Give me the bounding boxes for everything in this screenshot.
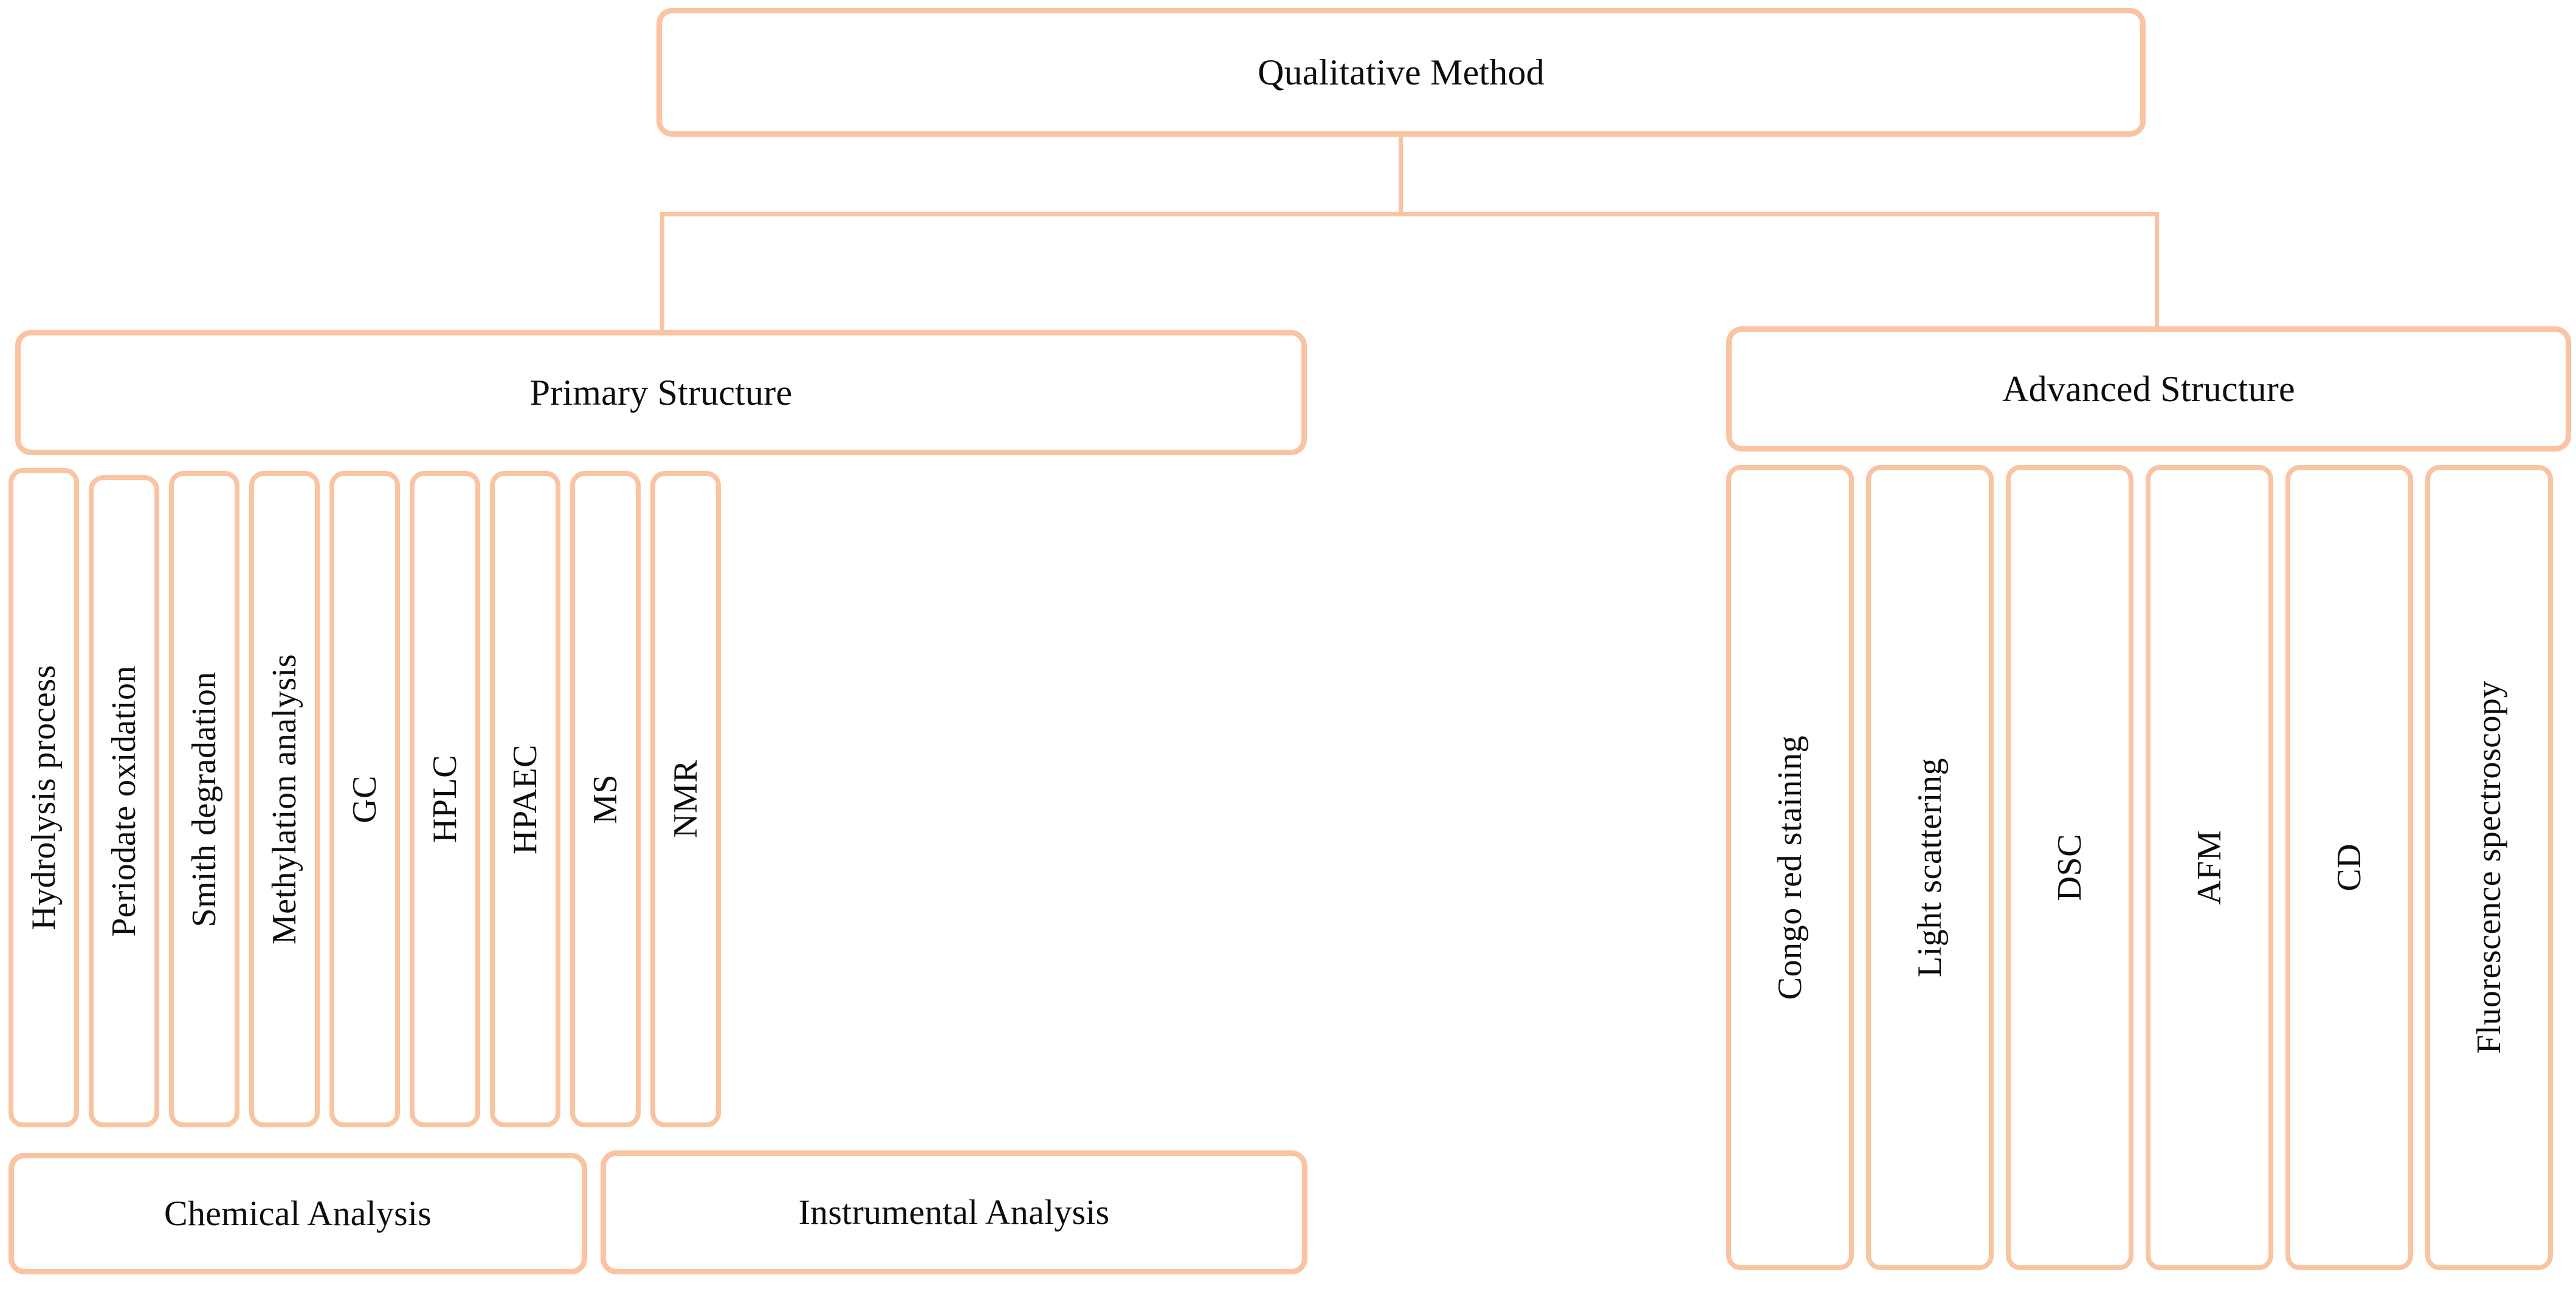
- node-advanced-structure[interactable]: Advanced Structure: [1726, 326, 2571, 452]
- node-label: Advanced Structure: [2002, 368, 2295, 409]
- leaf-congo-red-staining[interactable]: Congo red staining: [1726, 465, 1854, 1270]
- leaf-fluorescence-spectroscopy[interactable]: Fluorescence spectroscopy: [2425, 465, 2553, 1270]
- leaf-label: Smith degradation: [185, 671, 223, 927]
- node-primary-structure[interactable]: Primary Structure: [15, 330, 1307, 455]
- leaf-hydrolysis-process[interactable]: Hydrolysis process: [9, 468, 79, 1127]
- connector-drop-primary: [660, 212, 664, 331]
- leaf-gc[interactable]: GC: [329, 471, 400, 1127]
- leaf-label: HPLC: [426, 755, 464, 844]
- node-label: Qualitative Method: [1258, 52, 1545, 92]
- node-instrumental-analysis[interactable]: Instrumental Analysis: [601, 1150, 1307, 1274]
- connector-drop-advanced: [2155, 212, 2159, 328]
- leaf-ms[interactable]: MS: [570, 471, 641, 1127]
- node-label: Chemical Analysis: [164, 1193, 432, 1233]
- node-label: Primary Structure: [529, 372, 793, 413]
- connector-root-stem: [1399, 137, 1403, 213]
- leaf-label: Periodate oxidation: [105, 665, 143, 937]
- leaf-label: HPAEC: [506, 744, 544, 854]
- node-label: Instrumental Analysis: [798, 1192, 1110, 1232]
- leaf-label: NMR: [667, 760, 704, 839]
- leaf-hplc[interactable]: HPLC: [410, 471, 480, 1127]
- leaf-hpaec[interactable]: HPAEC: [490, 471, 560, 1127]
- leaf-label: CD: [2330, 844, 2368, 892]
- leaf-label: Methylation analysis: [266, 653, 303, 945]
- leaf-label: GC: [346, 775, 384, 823]
- leaf-label: Fluorescence spectroscopy: [2470, 681, 2508, 1054]
- leaf-light-scattering[interactable]: Light scattering: [1866, 465, 1994, 1270]
- node-qualitative-method[interactable]: Qualitative Method: [656, 8, 2146, 137]
- leaf-smith-degradation[interactable]: Smith degradation: [169, 471, 239, 1127]
- leaf-label: AFM: [2191, 830, 2228, 905]
- leaf-label: Hydrolysis process: [25, 665, 63, 930]
- node-chemical-analysis[interactable]: Chemical Analysis: [9, 1153, 587, 1274]
- leaf-periodate-oxidation[interactable]: Periodate oxidation: [89, 475, 159, 1127]
- leaf-label: Light scattering: [1911, 757, 1949, 977]
- leaf-afm[interactable]: AFM: [2146, 465, 2273, 1270]
- connector-level2-bus: [660, 212, 2159, 216]
- leaf-label: DSC: [2051, 834, 2089, 901]
- leaf-label: Congo red staining: [1771, 735, 1809, 1000]
- leaf-label: MS: [587, 774, 624, 824]
- leaf-dsc[interactable]: DSC: [2006, 465, 2133, 1270]
- leaf-methylation-analysis[interactable]: Methylation analysis: [249, 471, 320, 1127]
- leaf-cd[interactable]: CD: [2285, 465, 2413, 1270]
- leaf-nmr[interactable]: NMR: [650, 471, 721, 1127]
